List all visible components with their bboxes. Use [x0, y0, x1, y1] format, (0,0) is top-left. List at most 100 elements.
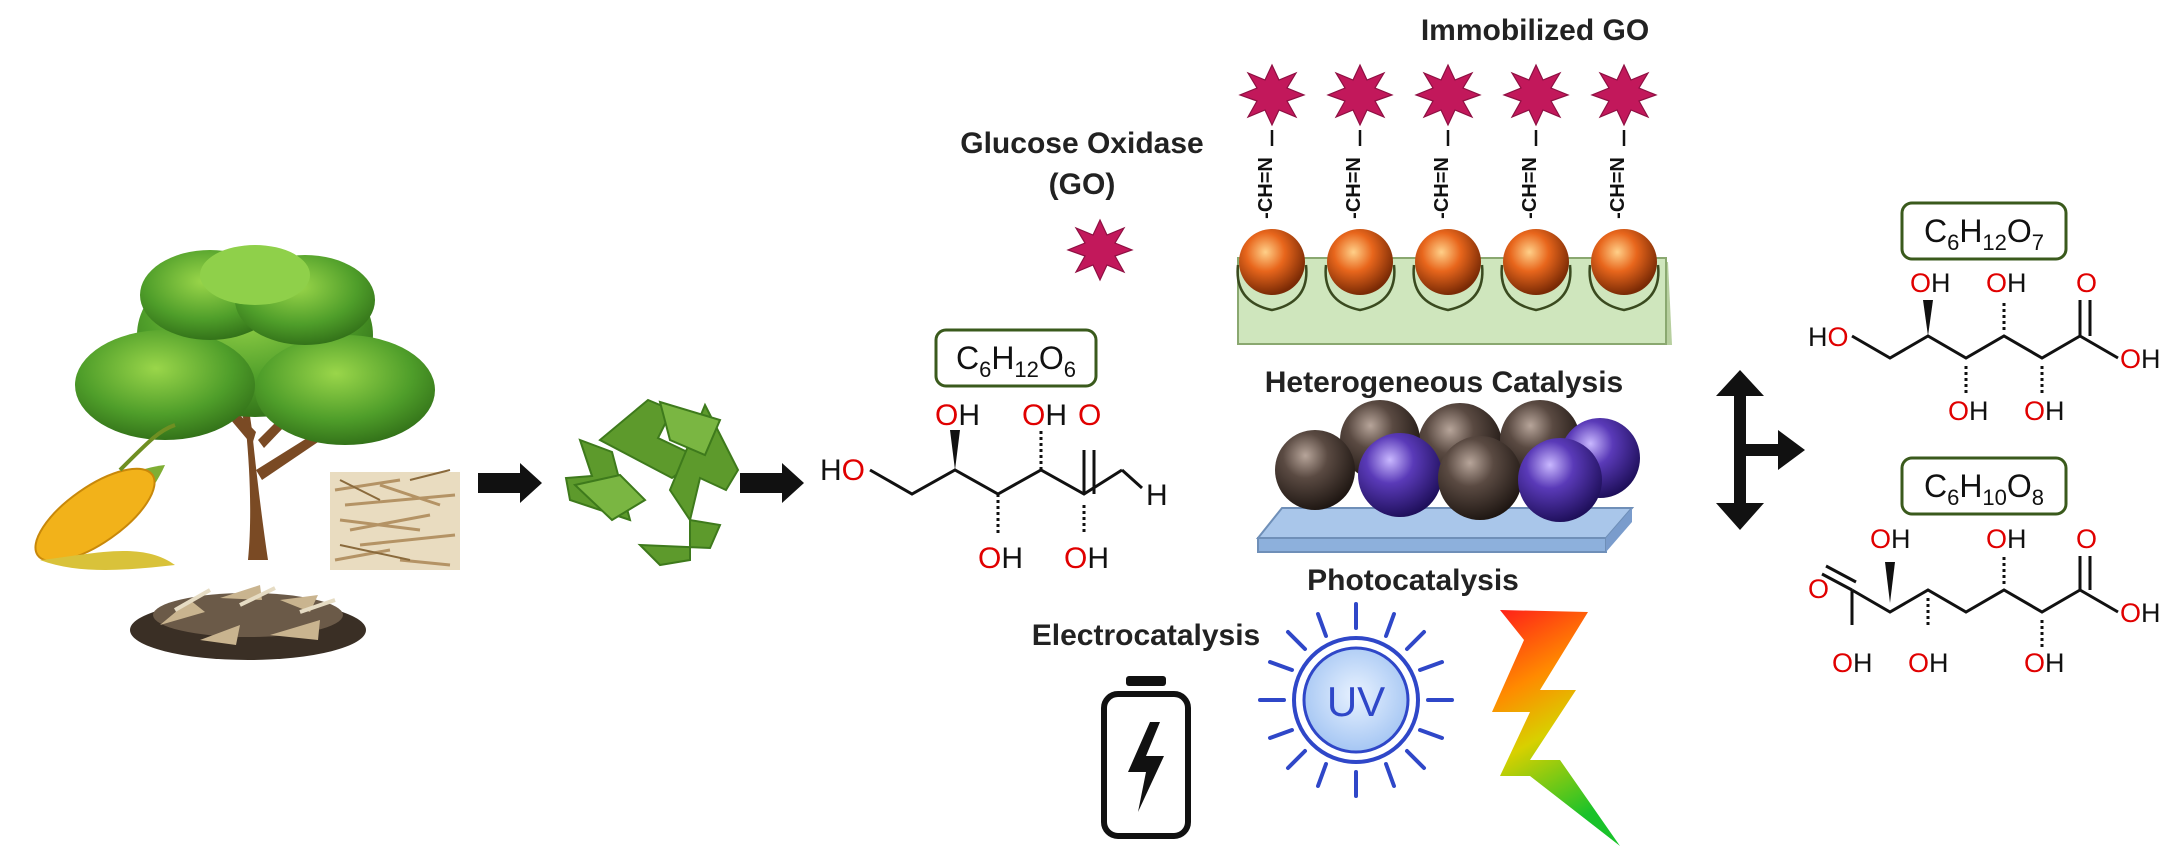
- gluconic-acid-o: O: [2120, 344, 2141, 374]
- gluconic-o: O: [2007, 213, 2032, 249]
- svg-text:HO: HO: [820, 454, 865, 487]
- battery-icon: [1101, 676, 1191, 839]
- sun-icon: UV: [1258, 602, 1454, 798]
- label-go-abbrev: (GO): [1049, 168, 1116, 201]
- glucaric-left-acid-o: O: [1832, 648, 1853, 678]
- label-heterogeneous-catalysis: Heterogeneous Catalysis: [1265, 366, 1623, 399]
- svg-text:OH: OH: [1064, 542, 1109, 575]
- glucose-oh3-h: H: [1001, 542, 1023, 575]
- linker-4: -CH=N: [1519, 157, 1541, 219]
- gluconic-oh4-h: H: [2045, 396, 2065, 426]
- glucaric-right-carbonyl-o: O: [2076, 524, 2097, 554]
- glucose-h-sub: 12: [1014, 357, 1038, 382]
- gluconic-oh4-o: O: [2024, 396, 2045, 426]
- enzyme-icon: [1067, 219, 1133, 281]
- glucose-ho-o: O: [842, 454, 865, 487]
- glucaric-oh3-h: H: [1929, 648, 1949, 678]
- glucose-oh1-h: H: [958, 399, 980, 432]
- svg-text:C6H10O8: C6H10O8: [1924, 468, 2044, 510]
- svg-text:OH: OH: [1910, 268, 1951, 298]
- glucaric-oh1-o: O: [1870, 524, 1891, 554]
- gluconic-oh1-h: H: [1931, 268, 1951, 298]
- gluconic-oh1-o: O: [1910, 268, 1931, 298]
- gluconic-oh3-h: H: [1969, 396, 1989, 426]
- gluconic-carbonyl-o: O: [2076, 268, 2097, 298]
- arrow-right-2: [740, 463, 804, 503]
- svg-text:OH: OH: [1022, 399, 1067, 432]
- glucaric-o-sub: 8: [2032, 485, 2044, 510]
- glucose-aldehyde-h: H: [1146, 479, 1168, 512]
- gluconic-ho-o: O: [1828, 322, 1849, 352]
- gluconic-c: C: [1924, 213, 1947, 249]
- svg-text:OH: OH: [1908, 648, 1949, 678]
- label-photocatalysis: Photocatalysis: [1307, 564, 1519, 597]
- biomass-group: [34, 245, 460, 660]
- gluconic-acid-structure: HO OH OH OH OH O OH: [1808, 268, 2161, 426]
- glucaric-oh4-o: O: [2024, 648, 2045, 678]
- glucose-o-sub: 6: [1064, 357, 1076, 382]
- svg-text:OH: OH: [2024, 648, 2065, 678]
- svg-text:OH: OH: [2120, 344, 2161, 374]
- glucose-oh2-h: H: [1045, 399, 1067, 432]
- tree-icon: [75, 245, 435, 560]
- glucose-ho-h: H: [820, 454, 842, 487]
- glucaric-oh2-o: O: [1986, 524, 2007, 554]
- glucose-oh3-o: O: [978, 542, 1001, 575]
- straw-icon: [330, 469, 460, 570]
- linker-2: -CH=N: [1343, 157, 1365, 219]
- glucaric-c-sub: 6: [1947, 485, 1959, 510]
- gluconic-c-sub: 6: [1947, 230, 1959, 255]
- glucose-c-sub: 6: [979, 357, 991, 382]
- svg-text:HO: HO: [1808, 322, 1849, 352]
- recycle-icon: [564, 398, 740, 567]
- label-electrocatalysis: Electrocatalysis: [1032, 619, 1260, 652]
- glucose-oh4-o: O: [1064, 542, 1087, 575]
- formula-box-glucose: C6H12O6: [934, 328, 1098, 388]
- svg-text:OH: OH: [978, 542, 1023, 575]
- svg-text:OH: OH: [935, 399, 980, 432]
- gluconic-ho-h: H: [1808, 322, 1828, 352]
- split-arrow-icon: [1716, 370, 1805, 530]
- svg-text:OH: OH: [1870, 524, 1911, 554]
- corn-icon: [34, 423, 176, 570]
- svg-text:C6H12O6: C6H12O6: [956, 340, 1076, 382]
- glucose-structure: HO OH OH OH OH O H: [820, 399, 1168, 575]
- arrow-right-1: [478, 463, 542, 503]
- glucose-oh1-o: O: [935, 399, 958, 432]
- glucose-c: C: [956, 340, 979, 376]
- glucaric-oh3-o: O: [1908, 648, 1929, 678]
- gluconic-oh2-o: O: [1986, 268, 2007, 298]
- linker-5: -CH=N: [1607, 157, 1629, 219]
- label-glucose-oxidase: Glucose Oxidase: [960, 127, 1203, 160]
- glucose-h: H: [991, 340, 1014, 376]
- formula-box-gluconic: C6H12O7: [1900, 201, 2068, 261]
- heterogeneous-catalyst: [1255, 400, 1640, 553]
- gluconic-acid-h: H: [2141, 344, 2161, 374]
- svg-text:OH: OH: [1832, 648, 1873, 678]
- glucose-oh2-o: O: [1022, 399, 1045, 432]
- glucaric-right-acid-o: O: [2120, 598, 2141, 628]
- glucaric-o: O: [2007, 468, 2032, 504]
- glucaric-h-sub: 10: [1982, 485, 2006, 510]
- linker-3: -CH=N: [1431, 157, 1453, 219]
- glucaric-c: C: [1924, 468, 1947, 504]
- svg-text:OH: OH: [1986, 524, 2027, 554]
- glucaric-oh1-h: H: [1891, 524, 1911, 554]
- lightning-icon: [1492, 610, 1620, 846]
- gluconic-oh2-h: H: [2007, 268, 2027, 298]
- gluconic-h: H: [1959, 213, 1982, 249]
- gluconic-h-sub: 12: [1982, 230, 2006, 255]
- label-immobilized-go: Immobilized GO: [1421, 14, 1649, 47]
- glucaric-acid-structure: OH OH OH OH O OH O OH: [1808, 524, 2161, 678]
- svg-text:OH: OH: [2120, 598, 2161, 628]
- linker-1: -CH=N: [1255, 157, 1277, 219]
- glucaric-right-acid-h: H: [2141, 598, 2161, 628]
- svg-text:C6H12O7: C6H12O7: [1924, 213, 2044, 255]
- glucaric-h: H: [1959, 468, 1982, 504]
- glucaric-left-carbonyl-o: O: [1808, 574, 1829, 604]
- svg-text:OH: OH: [1986, 268, 2027, 298]
- gluconic-oh3-o: O: [1948, 396, 1969, 426]
- immobilized-units: -CH=N -CH=N -CH=N -CH=N: [1236, 64, 1660, 312]
- wood-chips-icon: [130, 585, 366, 660]
